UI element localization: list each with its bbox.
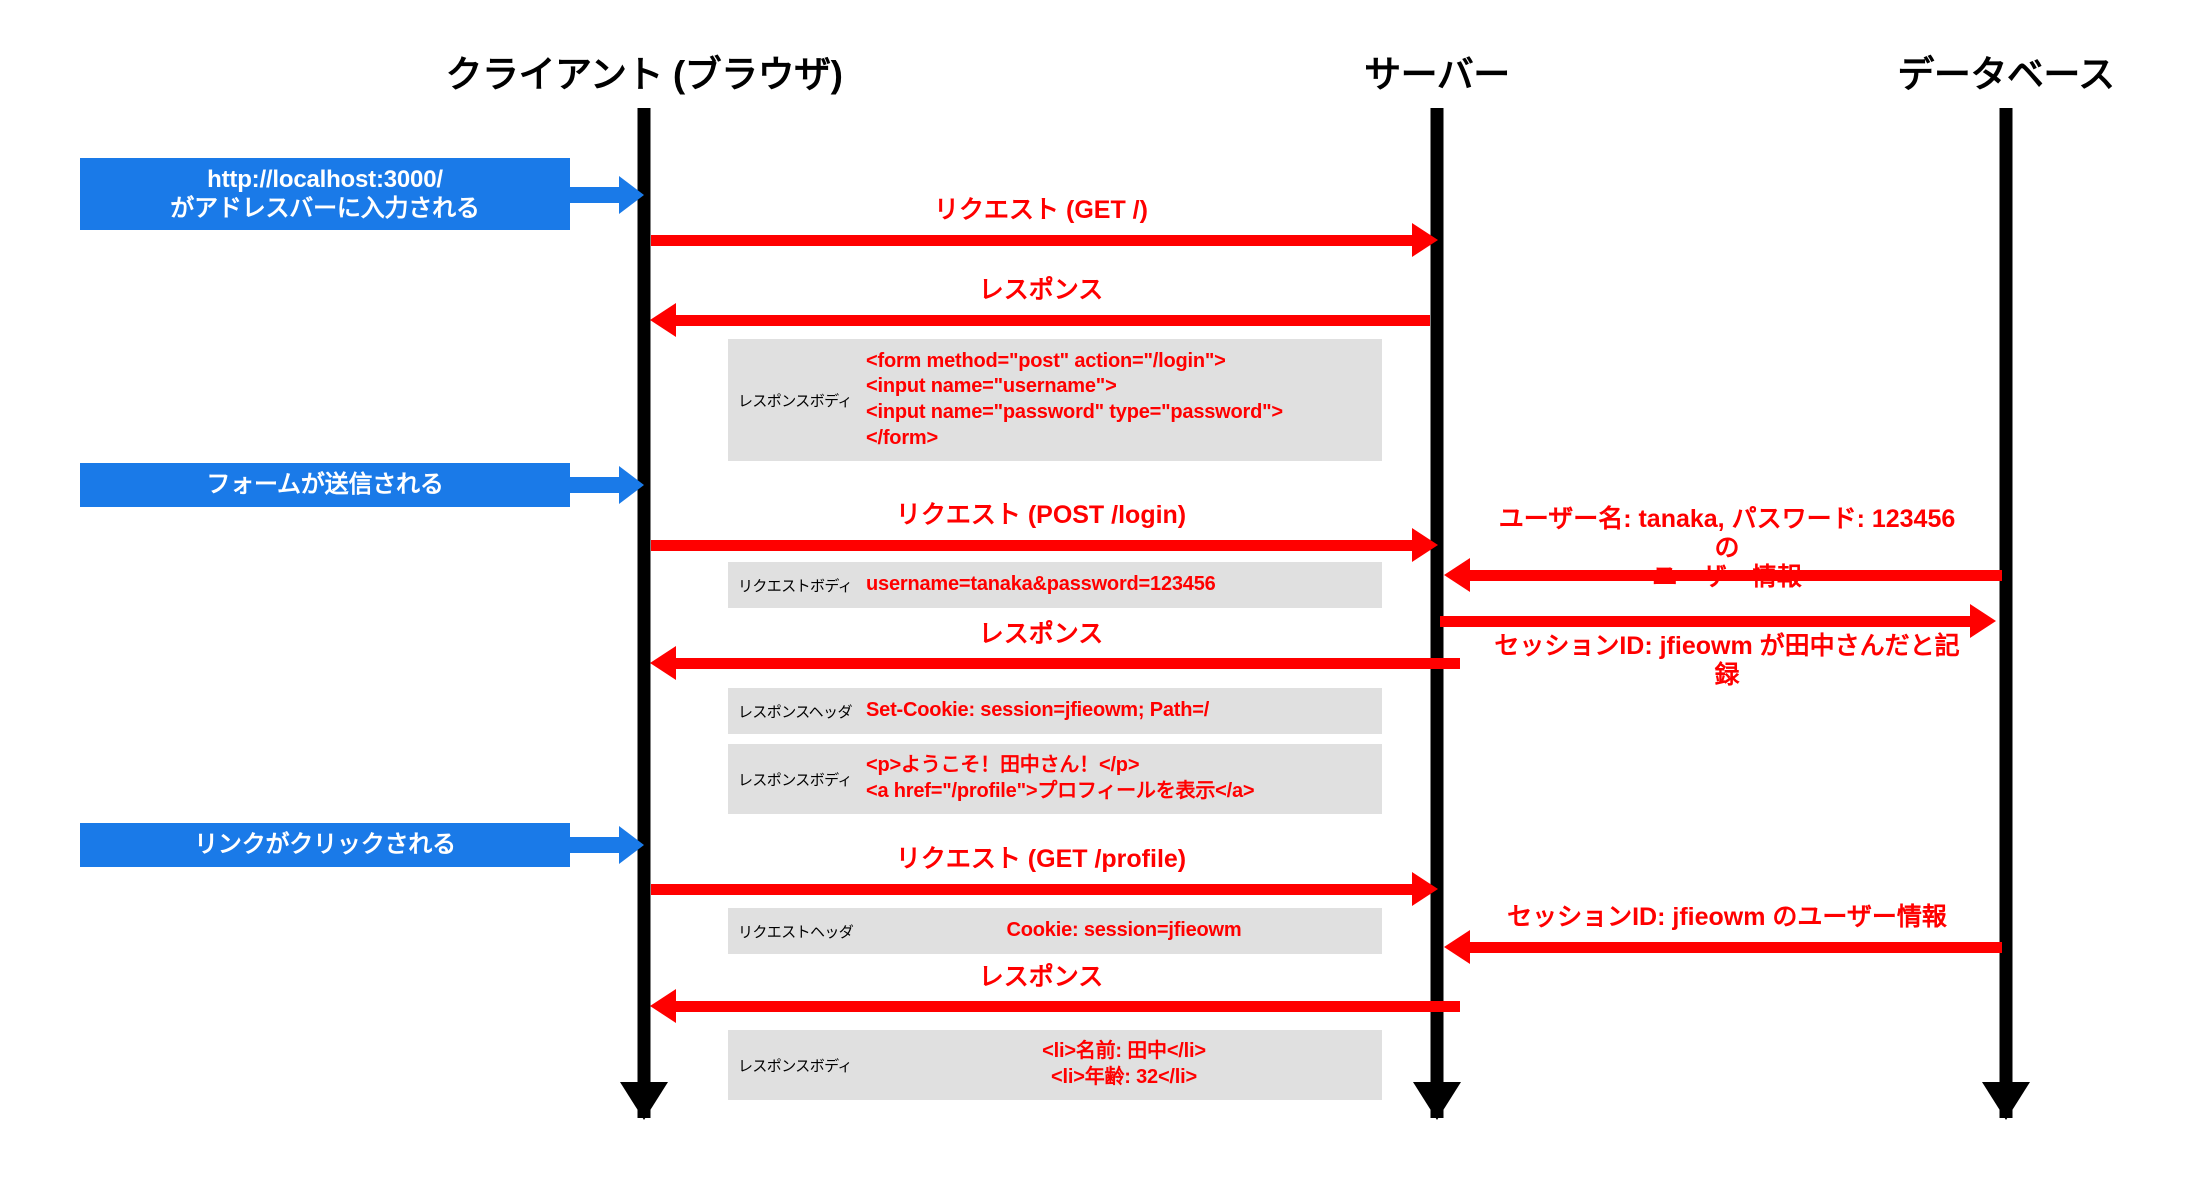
event-link-clicked-arrow-line — [570, 837, 622, 853]
lifeline-database — [1999, 108, 2013, 1118]
event-form-submit-arrow-line — [570, 477, 622, 493]
lifeline-end-arrow-database — [1982, 1082, 2030, 1120]
note-kind-label: レスポンスボディ — [738, 392, 852, 410]
msg-db-store-session-label: セッションID: jfieowm が田中さんだと記録 — [1494, 632, 1960, 689]
event-url-entered-arrow-line — [570, 187, 622, 203]
msg-get-root-line — [651, 235, 1415, 246]
actor-label-server: サーバー — [1364, 54, 1510, 95]
msg-response-2-line — [676, 658, 1460, 669]
note-kind-label: リクエストボディ — [738, 577, 853, 595]
actor-label-database: データベース — [1897, 54, 2115, 95]
note-response-header-setcookie: レスポンスヘッダ Set-Cookie: session=jfieowm; Pa… — [728, 688, 1382, 734]
msg-db-store-session-line — [1440, 616, 1972, 627]
note-kind-label: リクエストヘッダ — [738, 923, 854, 941]
note-kind-label: レスポンスボディ — [738, 1057, 852, 1075]
msg-db-lookup-user-arrow-head — [1444, 558, 1470, 592]
note-code-text: username=tanaka&password=123456 — [866, 573, 1216, 596]
lifeline-end-arrow-client — [620, 1082, 668, 1120]
event-form-submit-arrow-head — [619, 466, 644, 504]
msg-response-3-label: レスポンス — [978, 963, 1104, 991]
lifeline-end-arrow-server — [1413, 1082, 1461, 1120]
msg-db-lookup-user-line — [1470, 570, 2002, 581]
msg-response-1-arrow-head — [650, 303, 676, 337]
note-kind-label: レスポンスヘッダ — [738, 703, 852, 721]
note-kind-label: レスポンスボディ — [738, 771, 852, 789]
msg-get-root-label: リクエスト (GET /) — [934, 196, 1148, 224]
msg-get-profile-line — [651, 884, 1415, 895]
event-url-entered: http://localhost:3000/ がアドレスバーに入力される — [80, 158, 570, 230]
msg-get-root-arrow-head — [1412, 223, 1438, 257]
msg-db-store-session-arrow-head — [1970, 604, 1996, 638]
msg-response-1-line — [676, 315, 1430, 326]
msg-post-login-label: リクエスト (POST /login) — [895, 501, 1187, 529]
msg-db-session-user-arrow-head — [1444, 930, 1470, 964]
msg-get-profile-arrow-head — [1412, 872, 1438, 906]
event-link-clicked: リンクがクリックされる — [80, 823, 570, 867]
msg-response-2-arrow-head — [650, 646, 676, 680]
msg-response-3-arrow-head — [650, 989, 676, 1023]
note-response-body-profile: レスポンスボディ <li>名前: 田中</li> <li>年齢: 32</li> — [728, 1030, 1382, 1100]
msg-response-3-line — [676, 1001, 1460, 1012]
msg-post-login-arrow-head — [1412, 528, 1438, 562]
note-code-text: Cookie: session=jfieowm — [1006, 919, 1242, 942]
note-request-header-cookie: リクエストヘッダ Cookie: session=jfieowm — [728, 908, 1382, 954]
note-response-body-welcome: レスポンスボディ <p>ようこそ！田中さん！</p> <a href="/pro… — [728, 744, 1382, 814]
msg-response-2-label: レスポンス — [978, 620, 1104, 648]
actor-label-client: クライアント (ブラウザ) — [445, 54, 843, 95]
note-code-text: <p>ようこそ！田中さん！</p> <a href="/profile">プロフ… — [866, 754, 1255, 802]
lifeline-client — [637, 108, 651, 1118]
msg-response-1-label: レスポンス — [978, 276, 1104, 304]
lifeline-server — [1430, 108, 1444, 1118]
event-url-entered-arrow-head — [619, 176, 644, 214]
event-link-clicked-arrow-head — [619, 826, 644, 864]
msg-post-login-line — [651, 540, 1415, 551]
msg-db-session-user-label: セッションID: jfieowm のユーザー情報 — [1507, 903, 1947, 931]
msg-db-session-user-line — [1470, 942, 2002, 953]
msg-get-profile-label: リクエスト (GET /profile) — [895, 845, 1187, 873]
note-code-text: Set-Cookie: session=jfieowm; Path=/ — [866, 699, 1210, 722]
note-code-text: <li>名前: 田中</li> <li>年齢: 32</li> — [1042, 1040, 1206, 1088]
note-code-text: <form method="post" action="/login"> <in… — [866, 349, 1283, 449]
note-request-body-credentials: リクエストボディ username=tanaka&password=123456 — [728, 562, 1382, 608]
event-form-submit: フォームが送信される — [80, 463, 570, 507]
note-response-body-form: レスポンスボディ <form method="post" action="/lo… — [728, 339, 1382, 461]
